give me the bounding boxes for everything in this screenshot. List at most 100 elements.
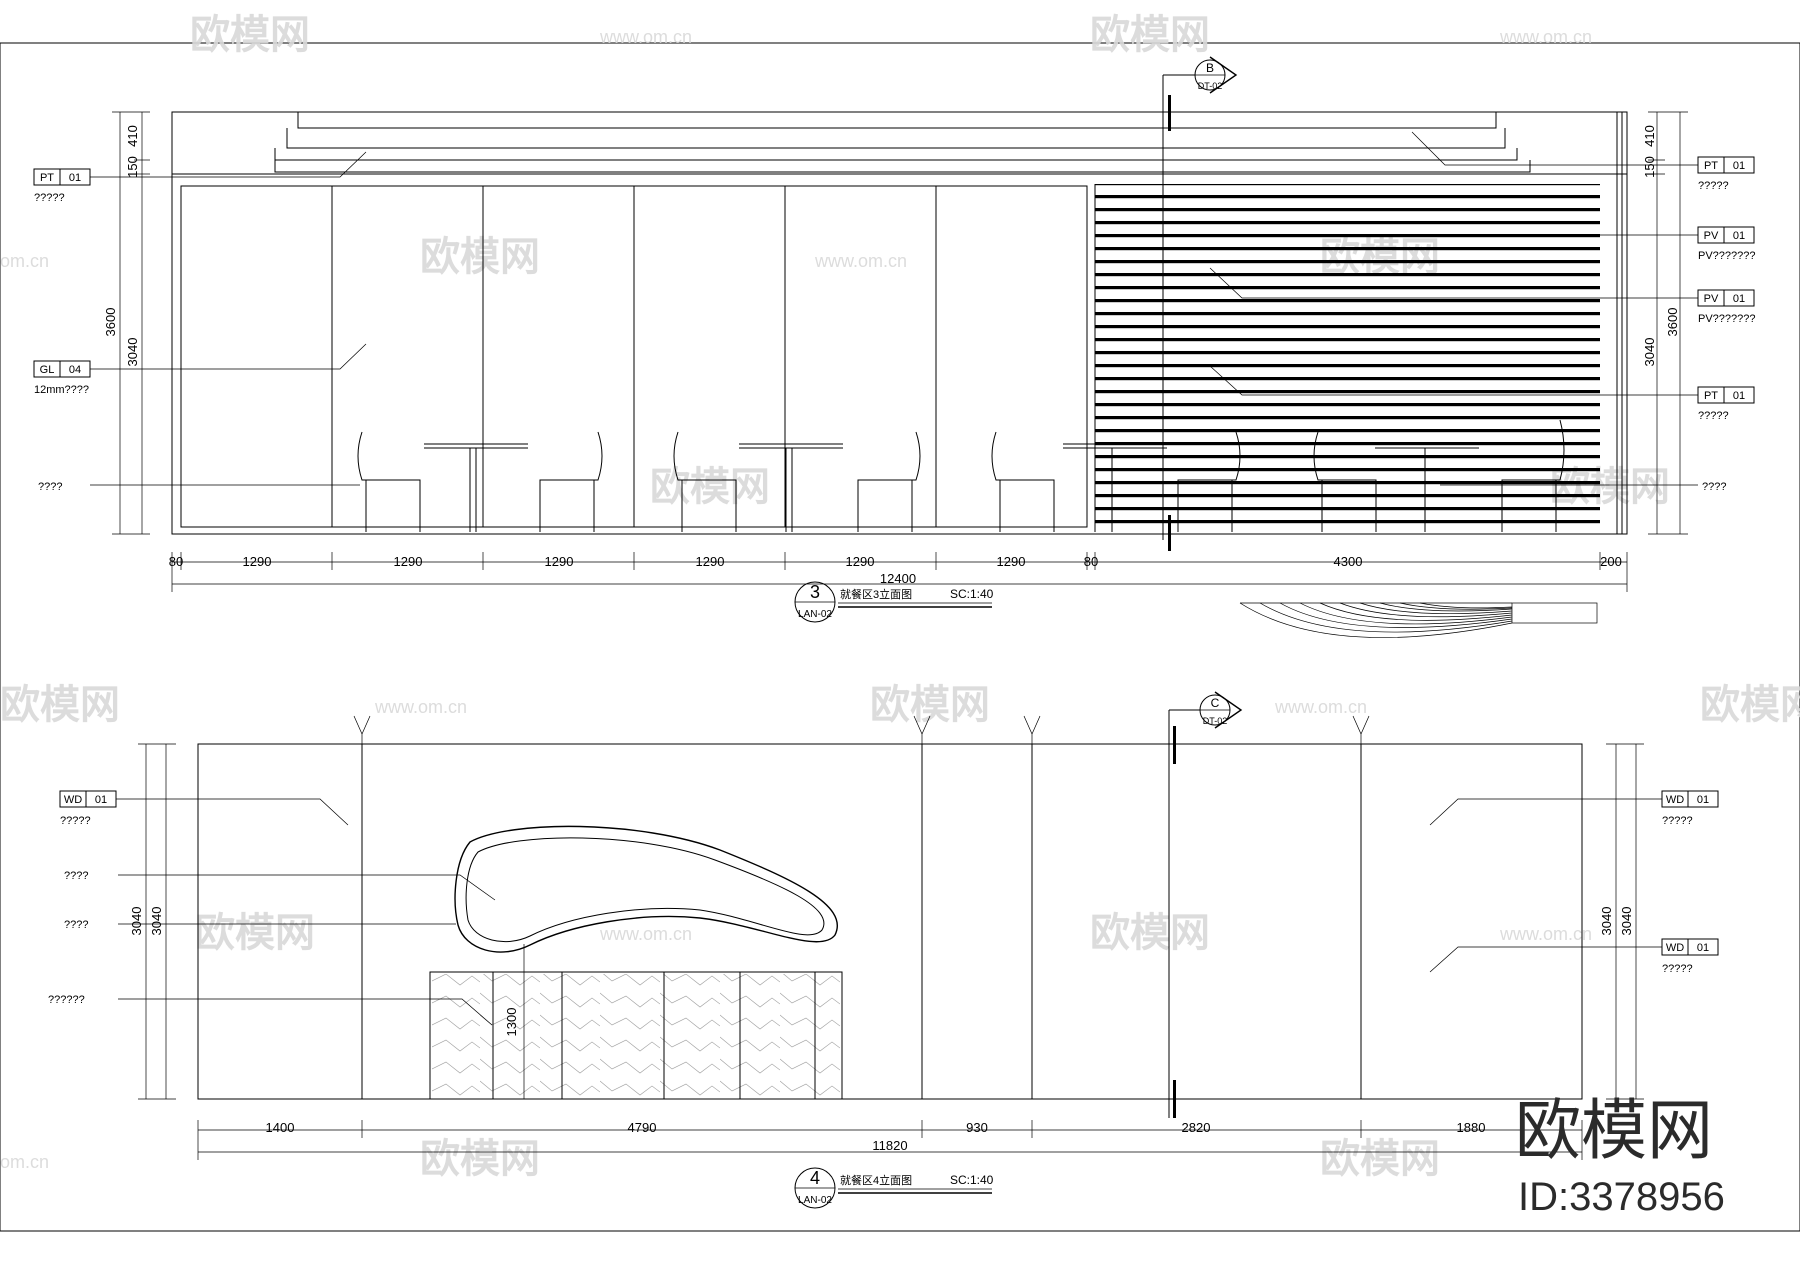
brand-logo-text: 欧模网 <box>1515 1093 1713 1167</box>
tag-code: WD <box>1666 794 1684 806</box>
dim-label: 3600 <box>103 308 118 337</box>
dim-total: 11820 <box>872 1138 907 1153</box>
watermark-brand: 欧模网 <box>650 465 770 509</box>
brand-id: ID:3378956 <box>1518 1175 1725 1219</box>
brand-watermark: 欧模网 ID:3378956 <box>1515 1093 1725 1219</box>
dimension-right: 410 150 3040 3600 <box>1642 111 1688 535</box>
ceiling-bulkhead <box>172 112 1627 175</box>
section-cut-b: B DT-02 <box>1162 56 1238 551</box>
tag-code: PV <box>1704 230 1719 242</box>
material-tag-right: PV 01 PV??????? <box>1400 226 1756 262</box>
watermark-url: www.om.cn <box>814 251 907 271</box>
dim-label: 200 <box>1600 554 1622 569</box>
tag-code: PT <box>40 172 54 184</box>
material-tag-right: PT 01 ????? <box>1209 365 1755 422</box>
elevation-4: 1300 C DT-02 1400 <box>48 691 1719 1209</box>
panel-joints <box>361 744 1362 1099</box>
dim-label: 2820 <box>1182 1120 1211 1135</box>
watermark-url: www.om.cn <box>374 697 467 717</box>
glass-partition <box>180 185 1088 528</box>
watermark-brand: 欧模网 <box>420 1137 540 1181</box>
watermark-brand: 欧模网 <box>420 235 540 279</box>
material-tag-right: WD 01 ????? <box>1429 938 1719 975</box>
wood-wave-wall <box>197 743 1583 1100</box>
watermark-url: www.om.cn <box>599 27 692 47</box>
tag-number: 01 <box>1733 230 1745 242</box>
sheet-ref: LAN-02 <box>798 1195 832 1206</box>
dimension-chain-bottom: 80 1290 1290 1290 1290 1290 1290 80 4300… <box>169 552 1628 592</box>
drawing-title: 4 LAN-02 就餐区4立面图 SC:1:40 <box>794 1167 994 1209</box>
dim-total: 12400 <box>880 571 916 586</box>
watermark-brand: 欧模网 <box>1090 13 1210 57</box>
drawing-title: 3 LAN-02 就餐区3立面图 SC:1:40 <box>794 581 994 623</box>
dim-label: 3040 <box>125 338 140 367</box>
tag-code: WD <box>1666 942 1684 954</box>
watermark-brand: 欧模网 <box>0 683 120 727</box>
section-ref: DT-02 <box>1198 81 1223 91</box>
drawing-title-text: 就餐区4立面图 <box>840 1173 912 1187</box>
tag-code: WD <box>64 794 82 806</box>
tag-note: 12mm???? <box>34 384 89 396</box>
tag-note: ????? <box>1662 963 1693 975</box>
material-tag-right: PT 01 ????? <box>1411 131 1755 192</box>
dim-label: 930 <box>966 1120 988 1135</box>
watermark-url: www.om.cn <box>1274 697 1367 717</box>
watermark-url: www.om.cn <box>1499 924 1592 944</box>
elevation-3: B DT-02 80 1290 1290 1290 1290 1290 1290… <box>33 56 1756 638</box>
wall-outline <box>171 111 1628 535</box>
dining-furniture <box>357 419 1565 532</box>
callout-left: ???? <box>38 481 360 493</box>
dim-label: 1880 <box>1457 1120 1486 1135</box>
tag-number: 01 <box>95 794 107 806</box>
tag-note: ????? <box>1662 815 1693 827</box>
material-tag-left: GL 04 12mm???? <box>33 343 367 396</box>
tag-number: 01 <box>1733 390 1745 402</box>
dim-label: 4300 <box>1334 554 1363 569</box>
drawing-title-text: 就餐区3立面图 <box>840 587 912 601</box>
dim-label: 1290 <box>394 554 423 569</box>
dim-label: 3040 <box>1599 907 1614 936</box>
dimension-left: 410 150 3040 3600 <box>103 111 150 535</box>
dim-label: 1290 <box>545 554 574 569</box>
watermark-url-short: om.cn <box>0 1152 49 1172</box>
sheet-border <box>0 42 1800 1232</box>
drawing-scale: SC:1:40 <box>950 1173 994 1187</box>
watermark-url-short: om.cn <box>0 251 49 271</box>
dim-label: 150 <box>125 156 140 178</box>
leaf-feature <box>454 825 838 953</box>
dim-label: 410 <box>1642 125 1657 147</box>
callout-note: ?????? <box>48 994 85 1006</box>
section-cut-c: C DT-02 <box>1168 691 1243 1118</box>
section-letter: C <box>1211 696 1220 710</box>
watermark-brand: 欧模网 <box>1090 911 1210 955</box>
dim-label: 1290 <box>846 554 875 569</box>
dim-label: 1290 <box>696 554 725 569</box>
callout-left: ???? ???? ?????? <box>48 870 496 1026</box>
dim-label: 80 <box>1084 554 1098 569</box>
tag-number: 01 <box>1733 293 1745 305</box>
dim-label: 3040 <box>129 907 144 936</box>
tag-code: PT <box>1704 390 1718 402</box>
tag-code: PV <box>1704 293 1719 305</box>
tag-note: PV??????? <box>1698 250 1756 262</box>
callout-note: ???? <box>64 919 88 931</box>
joint-markers <box>353 715 1370 744</box>
watermark-brand: 欧模网 <box>1700 683 1800 727</box>
dim-inner: 1300 <box>504 1008 519 1037</box>
material-tag-left: WD 01 ????? <box>59 790 349 827</box>
dim-label: 3600 <box>1665 308 1680 337</box>
dim-label: 410 <box>125 125 140 147</box>
dim-label: 1400 <box>266 1120 295 1135</box>
watermark-url: www.om.cn <box>599 924 692 944</box>
slat-fan-detail <box>1239 602 1598 638</box>
material-tag-left: PT 01 ????? <box>33 151 367 204</box>
callout-note: ???? <box>38 481 62 493</box>
dim-label: 3040 <box>1619 907 1634 936</box>
drawing-number: 4 <box>810 1168 820 1188</box>
sheet-ref: LAN-02 <box>798 609 832 620</box>
section-ref: DT-02 <box>1203 716 1228 726</box>
material-tag-right: WD 01 ????? <box>1429 790 1719 827</box>
tag-code: PT <box>1704 160 1718 172</box>
dim-label: 1290 <box>997 554 1026 569</box>
